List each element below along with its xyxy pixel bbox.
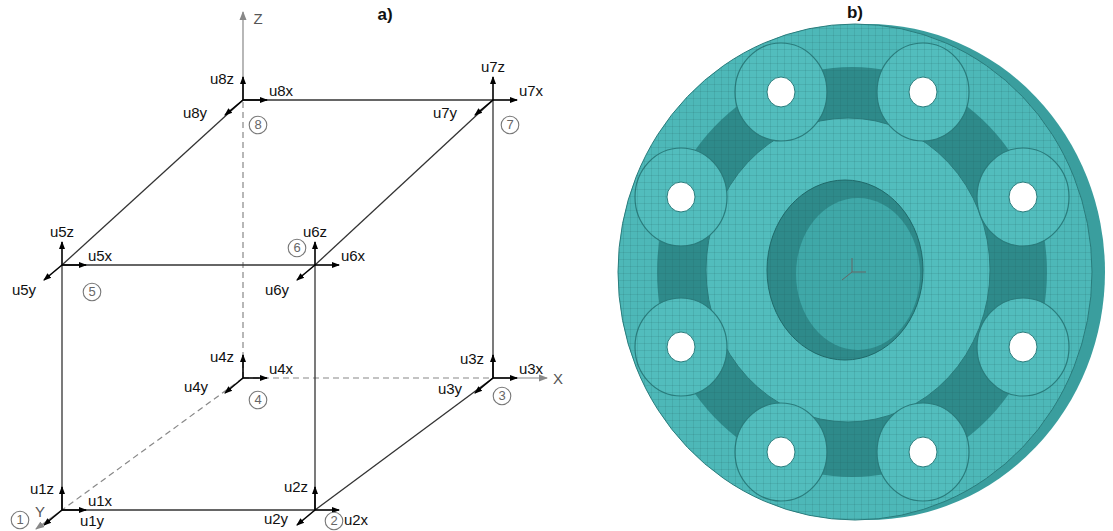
dof-label: u8y: [183, 105, 207, 120]
dof-label: u3x: [519, 361, 543, 376]
dof-label: u7y: [433, 105, 457, 120]
coordinate-axes: [36, 12, 547, 529]
axis-label: X: [553, 371, 563, 386]
dof-label: u2y: [264, 511, 288, 526]
dof-label: u4x: [269, 361, 293, 376]
dof-label: u7x: [519, 83, 543, 98]
dof-label: u8z: [210, 71, 234, 86]
dof-label: u7z: [481, 59, 505, 74]
axis-label: Y: [35, 504, 45, 519]
node-number-circle: 1: [10, 510, 30, 530]
panel-label: b): [847, 4, 863, 21]
node-number: 2: [324, 511, 344, 531]
dof-label: u4y: [184, 379, 208, 394]
dof-label: u6x: [341, 248, 365, 263]
node-number: 8: [248, 115, 268, 135]
dof-label: u2z: [284, 479, 308, 494]
dof-label: u2x: [344, 512, 368, 527]
node-number-circle: 4: [248, 390, 268, 410]
node-number-circle: 2: [324, 511, 344, 531]
node-number: 3: [492, 386, 512, 406]
dof-label: u4z: [210, 349, 234, 364]
node-number: 4: [248, 390, 268, 410]
node-number-circle: 7: [500, 115, 520, 135]
dof-label: u1x: [88, 493, 112, 508]
node-number-circle: 8: [248, 115, 268, 135]
fe-mesh-model: [600, 0, 1113, 531]
node-number: 5: [82, 282, 102, 302]
dof-label: u5x: [88, 248, 112, 263]
node-number-circle: 6: [287, 238, 307, 258]
dof-label: u6z: [303, 224, 327, 239]
node-number: 7: [500, 115, 520, 135]
dof-label: u3z: [460, 351, 484, 366]
dof-label: u5z: [50, 224, 74, 239]
dof-label: u8x: [269, 83, 293, 98]
dof-label: u1y: [80, 513, 104, 528]
dof-arrows: [44, 77, 517, 525]
panel-label: a): [377, 6, 392, 23]
dof-label: u6y: [265, 282, 289, 297]
hexahedron-edges: [62, 100, 493, 510]
dof-label: u3y: [438, 381, 462, 396]
axis-label: Z: [253, 11, 262, 26]
node-number: 1: [10, 510, 30, 530]
node-number: 6: [287, 238, 307, 258]
dof-label: u1z: [30, 481, 54, 496]
node-number-circle: 3: [492, 386, 512, 406]
dof-label: u5y: [12, 282, 36, 297]
node-number-circle: 5: [82, 282, 102, 302]
